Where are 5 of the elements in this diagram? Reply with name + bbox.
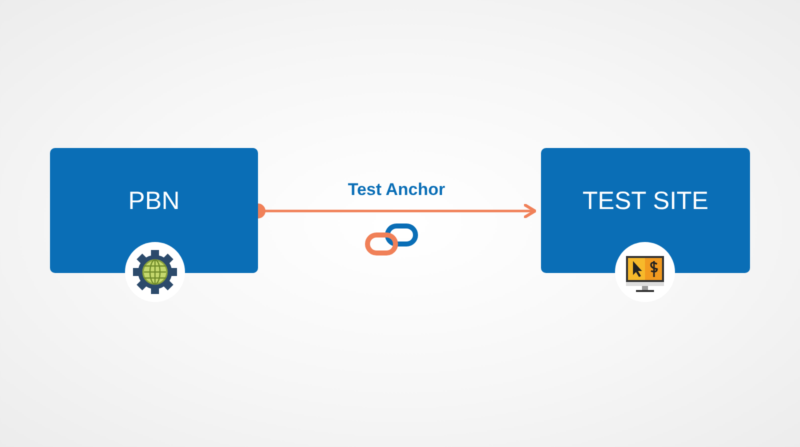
node-label: PBN (128, 187, 180, 216)
node-label: TEST SITE (582, 187, 708, 216)
process-box (50, 148, 258, 273)
process-box (541, 148, 750, 273)
edge-label: Test Anchor (346, 180, 446, 200)
